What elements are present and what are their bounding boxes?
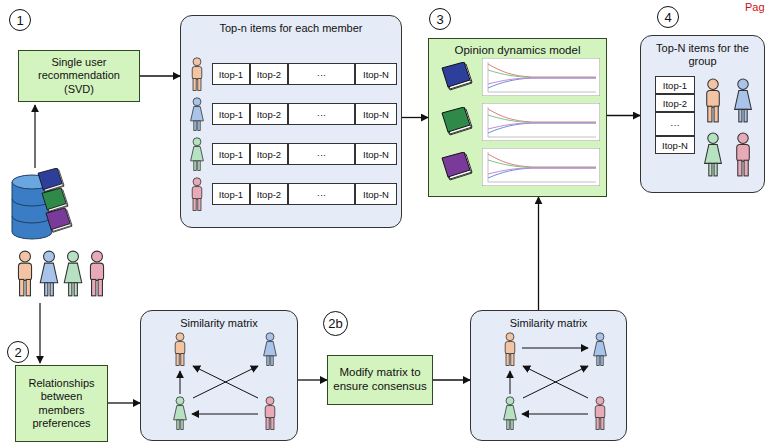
item-cell: Itop-1 [212,63,250,85]
item-cell: ··· [288,143,355,165]
box-label: Similarity matrix [147,317,291,330]
opinion-plots [442,58,600,186]
item-cell: Itop-2 [250,103,288,125]
process-box: Single user recommendation (SVD) [18,50,140,102]
flow-arrow [298,379,327,380]
item-cell: ··· [655,112,695,136]
item-cell: ··· [288,183,355,205]
item-cell: Itop-1 [212,143,250,165]
box-label: Modify matrix to ensure consensus [332,366,428,394]
flow-arrow [433,379,470,380]
flow-arrow [538,197,539,310]
db-arrow [35,105,36,168]
item-cell: Itop-1 [212,103,250,125]
box-label: Relationships between members preference… [20,377,103,430]
item-cell: Itop-2 [250,143,288,165]
page-note: Pag [745,1,765,13]
box-label: Top-n items for each member [187,22,395,35]
item-cell: Itop-2 [655,94,695,112]
flow-arrow [140,75,180,76]
members-icons [18,251,103,296]
item-cell: ··· [288,63,355,85]
item-cell: Itop-2 [250,63,288,85]
callout-number: 1 [9,9,31,31]
box-label: Single user recommendation (SVD) [23,56,135,96]
row-members [191,58,204,211]
callout-number: 4 [657,6,679,28]
group-members [705,79,752,176]
similarity-graph [174,333,277,430]
database-icon [12,168,72,239]
box-label: Similarity matrix [477,317,620,330]
item-cell: Itop-N [355,183,397,205]
item-cell: Itop-N [355,103,397,125]
box-label: Top-N items for the group [647,42,758,68]
callout-number: 2 [7,341,29,363]
similarity-graph [504,333,607,430]
item-cell: Itop-N [355,63,397,85]
item-cell: Itop-1 [655,76,695,94]
callout-number: 3 [429,8,451,30]
item-cell: Itop-2 [250,183,288,205]
item-cell: Itop-1 [212,183,250,205]
item-cell: Itop-N [355,143,397,165]
box-label: Opinion dynamics model [435,44,600,58]
process-box: Modify matrix to ensure consensus [327,355,433,405]
flow-arrow [402,117,428,118]
item-cell: Itop-N [655,136,695,154]
flow-arrow [607,115,640,116]
members-arrow [40,303,41,363]
item-cell: ··· [288,103,355,125]
process-box: Relationships between members preference… [15,365,108,442]
flow-arrow [108,402,140,403]
callout-number: 2b [323,311,348,336]
